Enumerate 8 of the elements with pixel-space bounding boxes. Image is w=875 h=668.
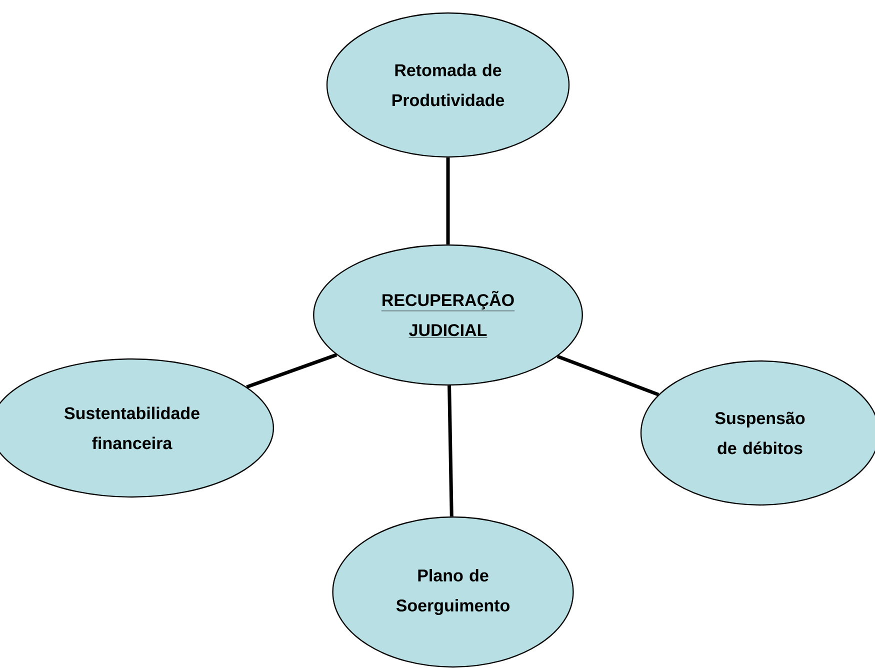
connector-line — [246, 353, 338, 389]
connector-line — [556, 354, 660, 396]
connector-line — [448, 386, 454, 516]
ellipse-node: Retomada de Produtividade — [326, 12, 570, 158]
connector-line — [446, 158, 450, 244]
ellipse-node: RECUPERAÇÃO JUDICIAL — [313, 244, 583, 386]
ellipse-node: Suspensão de débitos — [640, 360, 875, 506]
ellipse-node: Plano de Soerguimento — [332, 516, 574, 668]
